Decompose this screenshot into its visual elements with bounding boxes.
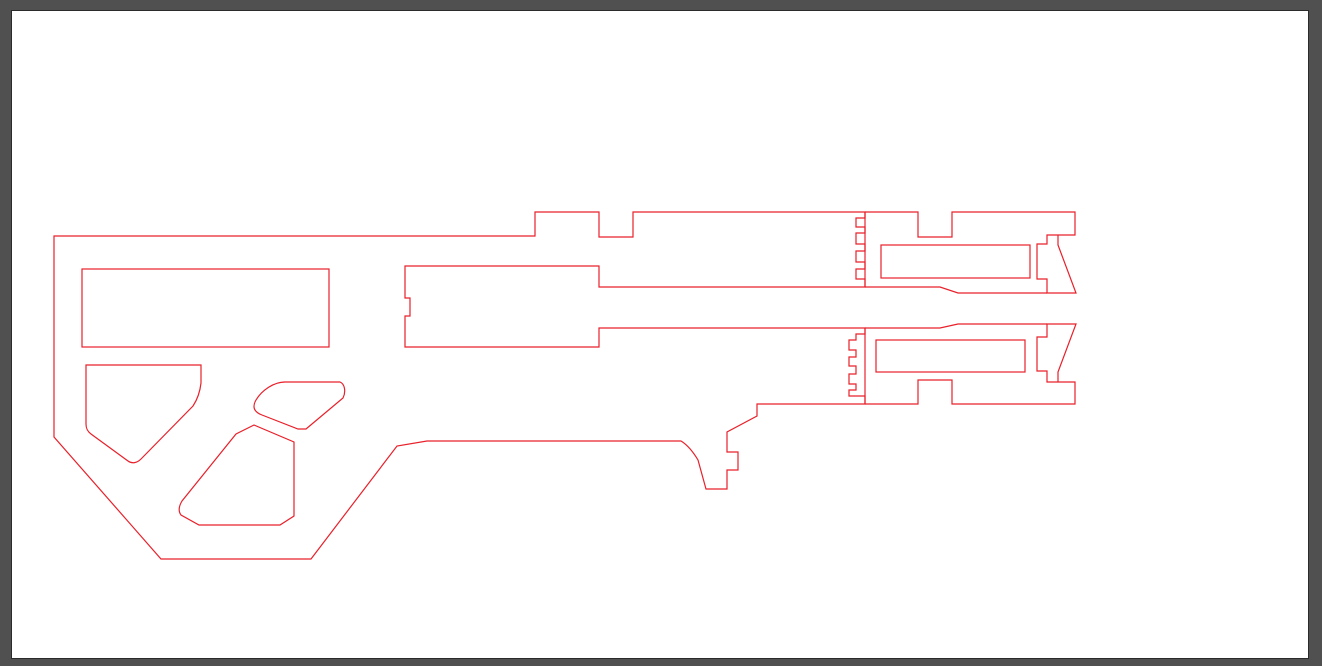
lower-rail — [865, 323, 1077, 405]
lower-left-cutout — [85, 364, 202, 464]
upper-cutout — [81, 268, 330, 348]
lower-rail-window — [875, 339, 1026, 373]
lower-rail-top-edge — [865, 323, 1047, 329]
upper-rail-bottom-edge — [865, 286, 1047, 294]
upper-rail — [865, 211, 1077, 294]
stock-outline — [53, 211, 866, 560]
grip-cutout-large — [178, 424, 295, 526]
artboard — [12, 11, 1308, 658]
grip-cutout-small — [253, 381, 346, 430]
upper-rail-window — [880, 244, 1031, 279]
